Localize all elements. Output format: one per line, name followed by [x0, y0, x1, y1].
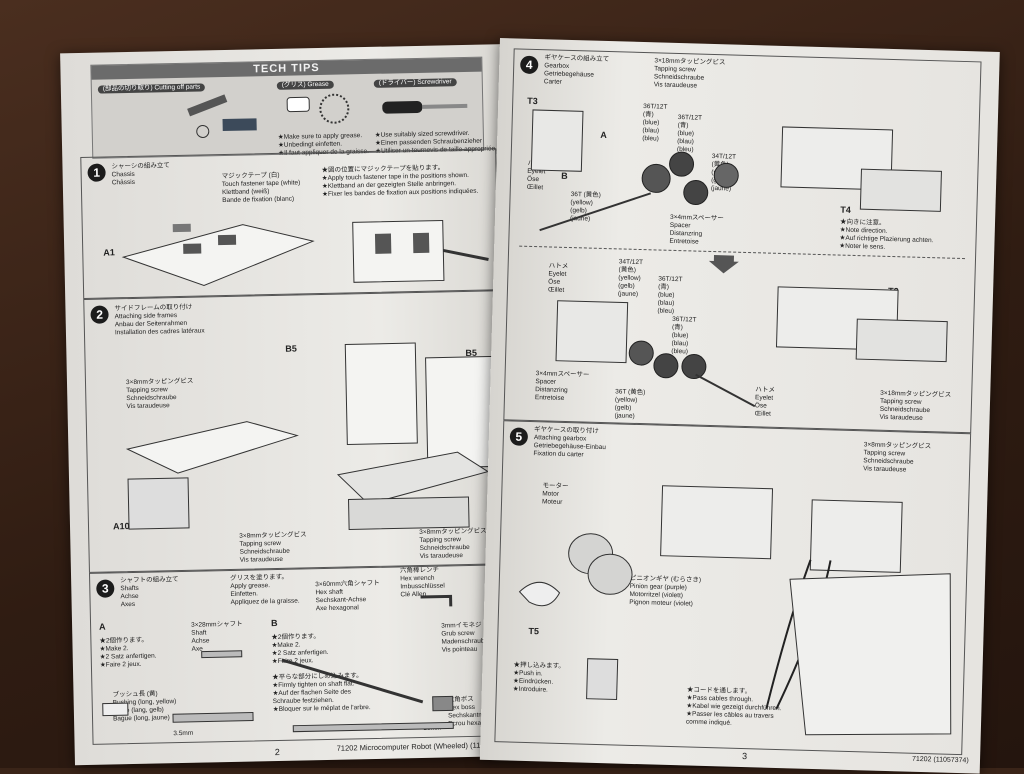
left-page-number: 2	[274, 746, 280, 758]
grease-illustration	[286, 93, 350, 124]
shaft-illustration	[102, 594, 454, 733]
down-arrow-icon	[708, 255, 739, 274]
gearbox-mounting-illustration	[518, 485, 952, 736]
right-page-number: 3	[741, 751, 748, 762]
screwdriver-illustration	[382, 100, 468, 114]
step-2-panel: 2 サイドフレームの取り付け Attaching side frames Anb…	[83, 290, 505, 573]
left-page: TECH TIPS (部品の切り取り) Cutting off parts (グ…	[60, 44, 525, 766]
gearbox-exploded-illustration	[530, 109, 942, 232]
step-2-number: 2	[90, 305, 109, 324]
chassis-plate-illustration	[121, 219, 489, 286]
step-1-panel: 1 シャーシの組み立て Chassis Châssis マジックテープ (白) …	[80, 148, 500, 299]
step-1-title: シャーシの組み立て Chassis Châssis	[111, 162, 170, 187]
step-5-number: 5	[509, 427, 529, 446]
step-4-number: 4	[520, 55, 539, 75]
step-4-panel: 4 ギヤケースの組み立て Gearbox Getriebegehäuse Car…	[503, 48, 982, 434]
tech-tips-box: TECH TIPS (部品の切り取り) Cutting off parts (グ…	[90, 56, 497, 159]
step-3-panel: 3 シャフトの組み立て Shafts Achse Axes グリスを塗ります。 …	[88, 564, 509, 745]
side-frame-illustration	[125, 342, 499, 530]
right-footer-code: 71202 (11057374)	[911, 755, 969, 765]
gearbox-assembled-illustration	[555, 286, 948, 408]
step-5-panel: 5 ギヤケースの取り付け Attaching gearbox Getriebeg…	[494, 420, 972, 756]
step-1-number: 1	[87, 163, 106, 182]
right-page: 4 ギヤケースの組み立て Gearbox Getriebegehäuse Car…	[479, 38, 1000, 774]
tech-tips-title: TECH TIPS	[91, 57, 482, 80]
cutting-illustration	[187, 94, 257, 138]
